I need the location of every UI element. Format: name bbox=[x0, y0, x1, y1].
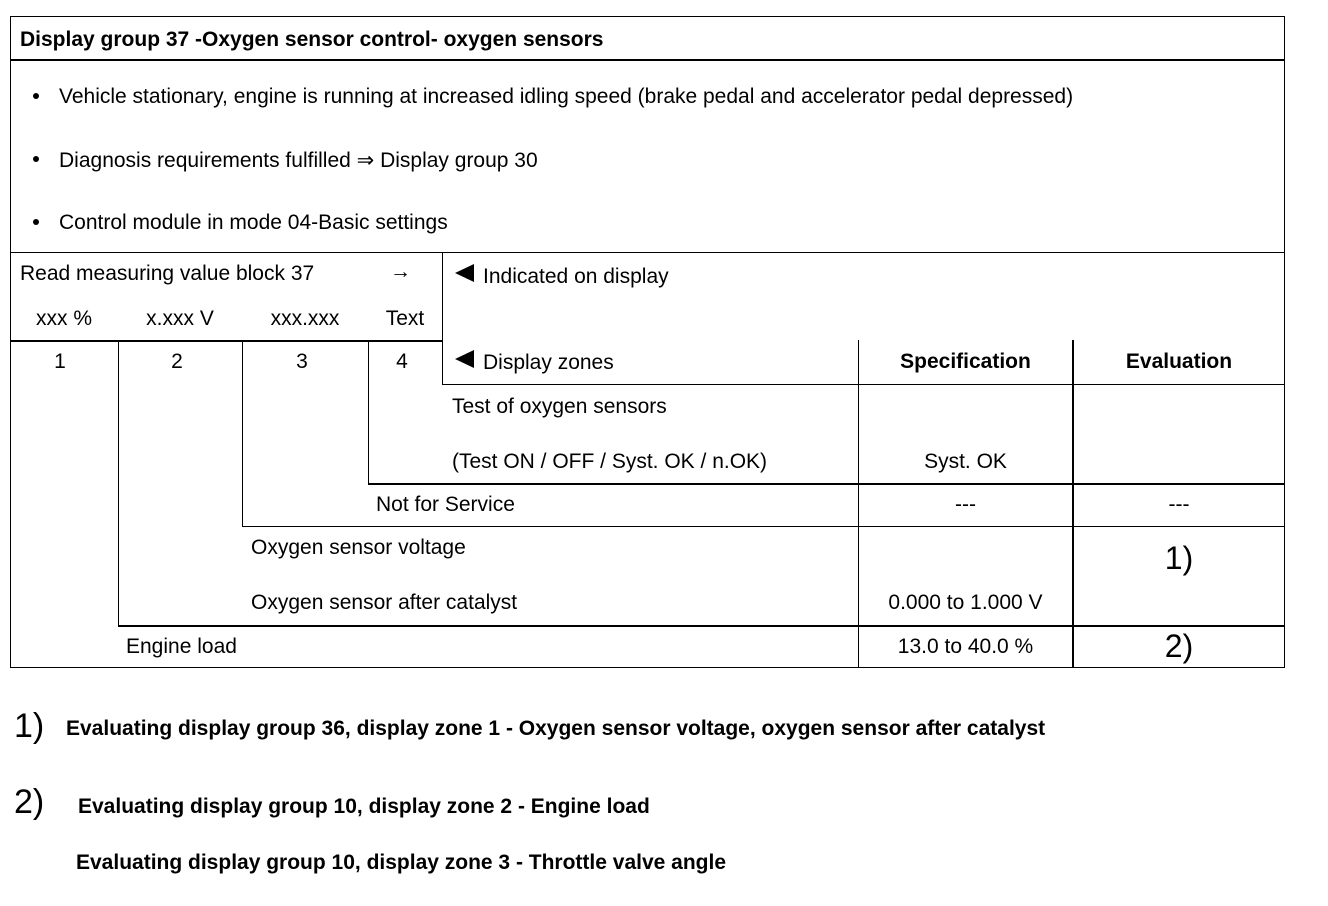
zone2-eval: 1) bbox=[1164, 540, 1194, 576]
bullet-icon bbox=[33, 93, 39, 99]
zone4-divider bbox=[368, 483, 1285, 485]
zone1-eval: 2) bbox=[1164, 628, 1194, 664]
block-label: Read measuring value block 37 bbox=[20, 262, 315, 285]
frame-top bbox=[10, 16, 1285, 17]
frame-left bbox=[10, 16, 11, 668]
zone1-label: Engine load bbox=[126, 635, 237, 658]
footnote-marker: 2) bbox=[14, 783, 45, 821]
block-right-edge bbox=[442, 252, 443, 385]
zone3-bracket bbox=[368, 340, 369, 484]
bullet-icon bbox=[33, 156, 39, 162]
zone-number: 1 bbox=[54, 350, 66, 373]
zone-number: 4 bbox=[396, 350, 408, 373]
unit-label: Text bbox=[385, 307, 425, 330]
zone2-label-line2: Oxygen sensor after catalyst bbox=[251, 591, 518, 614]
zone2-spec: 0.000 to 1.000 V bbox=[888, 591, 1043, 614]
zone4-label-line1: Test of oxygen sensors bbox=[452, 395, 667, 418]
unit-label: xxx.xxx bbox=[270, 307, 340, 330]
eval-header: Evaluation bbox=[1125, 350, 1233, 373]
title-divider bbox=[10, 59, 1285, 61]
triangle-left-icon bbox=[455, 350, 474, 368]
block-arrow: → bbox=[390, 260, 411, 283]
unit-label: x.xxx V bbox=[146, 307, 214, 330]
indicated-label: Indicated on display bbox=[483, 265, 669, 288]
zone3-divider bbox=[242, 526, 1285, 527]
zone1-spec: 13.0 to 40.0 % bbox=[897, 635, 1034, 658]
zone1-bracket bbox=[118, 340, 119, 626]
zone4-label-line2: (Test ON / OFF / Syst. OK / n.OK) bbox=[452, 450, 768, 473]
zone2-label-line1: Oxygen sensor voltage bbox=[251, 536, 466, 559]
footnote-text: Evaluating display group 10, display zon… bbox=[78, 795, 650, 818]
zone-number: 2 bbox=[171, 350, 183, 373]
header-divider bbox=[442, 384, 1285, 385]
zone4-spec: Syst. OK bbox=[924, 450, 1007, 473]
page-title: Display group 37 -Oxygen sensor control-… bbox=[20, 28, 604, 51]
zone3-spec: --- bbox=[955, 493, 976, 516]
footnote-text: Evaluating display group 10, display zon… bbox=[76, 851, 726, 874]
frame-right bbox=[1284, 16, 1285, 668]
zone3-eval: --- bbox=[1168, 493, 1190, 516]
spec-header: Specification bbox=[900, 350, 1031, 373]
zones-label: Display zones bbox=[483, 351, 614, 374]
condition-item: Vehicle stationary, engine is running at… bbox=[59, 85, 1074, 108]
eval-col-line bbox=[1072, 340, 1074, 668]
zone2-divider bbox=[118, 625, 1285, 627]
bullet-icon bbox=[33, 219, 39, 225]
condition-item: Diagnosis requirements fulfilled ⇒ Displ… bbox=[59, 149, 538, 172]
triangle-left-icon bbox=[455, 264, 474, 282]
spec-col-line bbox=[858, 340, 859, 668]
footnote-text: Evaluating display group 36, display zon… bbox=[66, 717, 1046, 740]
zone3-label: Not for Service bbox=[376, 493, 515, 516]
footnote-marker: 1) bbox=[14, 707, 45, 745]
zone2-bracket bbox=[242, 340, 243, 526]
block-divider bbox=[10, 340, 443, 342]
unit-label: xxx % bbox=[35, 307, 92, 330]
conditions-divider bbox=[10, 252, 1285, 253]
zone-number: 3 bbox=[296, 350, 308, 373]
table-bottom bbox=[10, 667, 1285, 668]
condition-item: Control module in mode 04-Basic settings bbox=[59, 211, 448, 234]
